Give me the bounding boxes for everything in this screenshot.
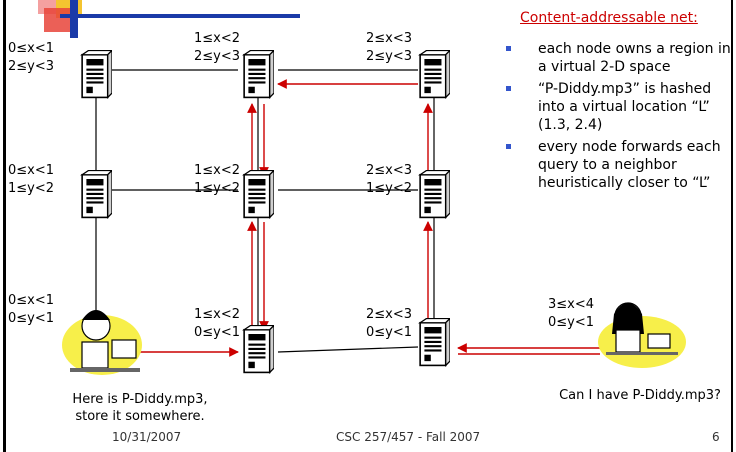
page-number: 6 <box>712 430 720 444</box>
right-border <box>731 0 733 452</box>
bullet-item: each node owns a region in a virtual 2-D… <box>500 40 732 76</box>
grid-links <box>95 69 435 353</box>
requester-caption: Can I have P-Diddy.mp3? <box>559 388 721 403</box>
logo-graphic <box>38 0 300 38</box>
left-border <box>3 0 6 452</box>
bullet-icon <box>506 86 511 91</box>
bullet-icon <box>506 46 511 51</box>
uploader-caption: Here is P-Diddy.mp3, store it somewhere. <box>72 392 208 424</box>
requester-person-icon <box>598 302 686 368</box>
bullet-icon <box>506 144 511 149</box>
bullet-item: every node forwards each query to a neig… <box>500 138 732 192</box>
footer-course: CSC 257/457 - Fall 2007 <box>336 430 481 444</box>
slide-title: Content-addressable net: <box>520 10 698 26</box>
uploader-person-icon <box>62 310 142 375</box>
footer-date: 10/31/2007 <box>112 430 182 444</box>
bullet-item: “P-Diddy.mp3” is hashed into a virtual l… <box>500 80 732 134</box>
bullet-list: each node owns a region in a virtual 2-D… <box>500 40 732 196</box>
route-arrows <box>140 79 600 357</box>
